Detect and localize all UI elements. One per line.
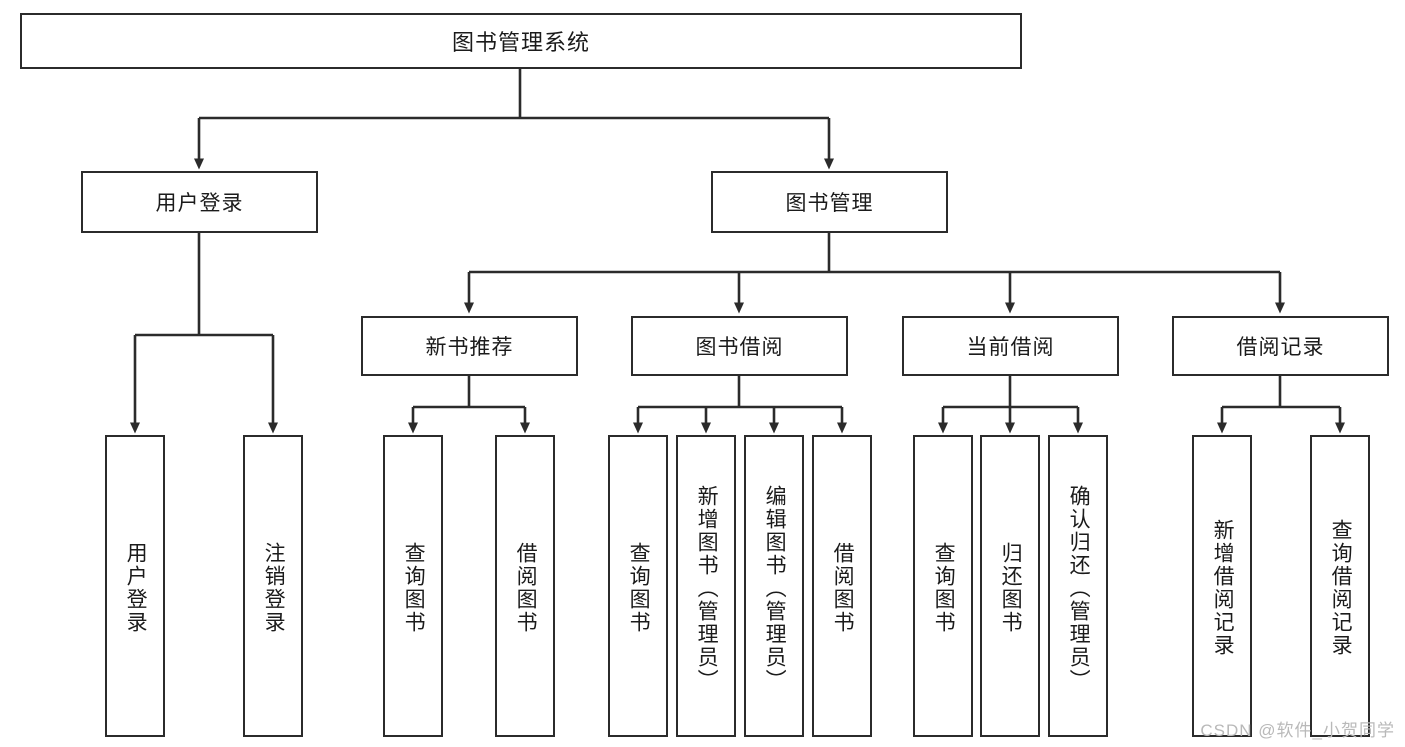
node-label: 图书管理: [785, 192, 874, 215]
node-label: 查询图书: [627, 542, 651, 634]
node-borrow-record[interactable]: 借阅记录: [1172, 316, 1389, 376]
leaf-recommend-borrow-book[interactable]: 借阅图书: [495, 435, 555, 737]
leaf-borrow-query-book[interactable]: 查询图书: [608, 435, 668, 737]
node-label: 查询借阅记录: [1329, 519, 1353, 657]
leaf-borrow-borrow-book[interactable]: 借阅图书: [812, 435, 872, 737]
leaf-borrow-edit-book-admin[interactable]: 编辑图书（管理员）: [744, 435, 804, 737]
node-label: 新书推荐: [425, 336, 514, 359]
node-label: 图书管理系统: [451, 30, 590, 55]
node-label: 确认归还（管理员）: [1067, 484, 1091, 692]
node-label: 当前借阅: [966, 336, 1055, 359]
node-label: 图书借阅: [695, 336, 784, 359]
leaf-current-query-book[interactable]: 查询图书: [913, 435, 973, 737]
node-label: 借阅图书: [831, 542, 855, 634]
node-label: 新增图书（管理员）: [695, 484, 719, 692]
node-label: 借阅记录: [1236, 336, 1325, 359]
node-user-login[interactable]: 用户登录: [81, 171, 318, 233]
node-label: 用户登录: [124, 542, 148, 634]
leaf-borrow-add-book-admin[interactable]: 新增图书（管理员）: [676, 435, 736, 737]
node-label: 编辑图书（管理员）: [763, 484, 787, 692]
node-label: 注销登录: [262, 542, 286, 634]
leaf-current-return-book[interactable]: 归还图书: [980, 435, 1040, 737]
node-current-borrow[interactable]: 当前借阅: [902, 316, 1119, 376]
leaf-record-add-record[interactable]: 新增借阅记录: [1192, 435, 1252, 737]
node-label: 借阅图书: [514, 542, 538, 634]
leaf-user-login-logout[interactable]: 注销登录: [243, 435, 303, 737]
leaf-current-confirm-return-admin[interactable]: 确认归还（管理员）: [1048, 435, 1108, 737]
node-label: 查询图书: [932, 542, 956, 634]
node-label: 新增借阅记录: [1211, 519, 1235, 657]
node-book-management[interactable]: 图书管理: [711, 171, 948, 233]
node-book-borrow[interactable]: 图书借阅: [631, 316, 848, 376]
leaf-user-login-login[interactable]: 用户登录: [105, 435, 165, 737]
node-label: 查询图书: [402, 542, 426, 634]
node-label: 用户登录: [155, 192, 244, 215]
node-root-system[interactable]: 图书管理系统: [20, 13, 1022, 69]
leaf-recommend-query-book[interactable]: 查询图书: [383, 435, 443, 737]
node-label: 归还图书: [999, 542, 1023, 634]
node-new-book-recommend[interactable]: 新书推荐: [361, 316, 578, 376]
leaf-record-query-record[interactable]: 查询借阅记录: [1310, 435, 1370, 737]
